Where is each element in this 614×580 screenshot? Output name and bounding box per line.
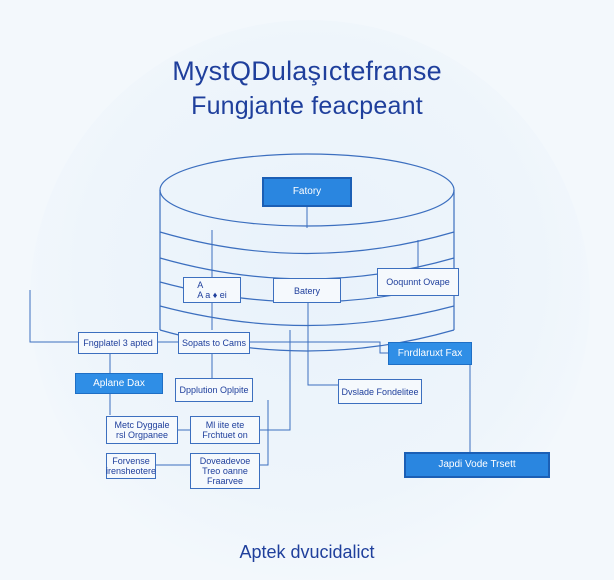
node-center: Dpplution Oplpite [175, 378, 253, 402]
connector-left-stub [29, 290, 78, 343]
cylinder-band-1 [159, 231, 455, 255]
node-right: Dvslade Fondelitee [338, 379, 422, 404]
node-top: Fatory [262, 177, 352, 207]
connector-vertical-trunk [260, 400, 269, 466]
diagram-title: MystQDulaşıctefranse [172, 56, 442, 86]
node-bottom-mid-2: Doveadevoe Treo oanne Fraarvee [190, 453, 260, 489]
connector-ring-to-deep [260, 330, 291, 431]
node-right-filled: Fnrdlaruxt Fax [388, 342, 472, 365]
diagram-subtitle: Fungjante feacpeant [191, 92, 423, 120]
connector-mid-to-right [250, 341, 388, 354]
connectors [29, 207, 471, 466]
node-inner-right: Ooqunnt Ovape [377, 268, 459, 296]
node-bottom-right: Japdi Vode Trsett [404, 452, 550, 478]
node-left: Fngplatel 3 apted [78, 332, 158, 354]
node-left-filled: Aplane Dax [75, 373, 163, 394]
node-bottom-mid-1: Ml iite ete Frchtuet on [190, 416, 260, 444]
node-inner-left: A A a ♦ ei [183, 277, 241, 303]
node-mid: Sopats to Cams [178, 332, 250, 354]
footer-label: Aptek dvucidalict [239, 542, 375, 562]
connector-inner-mid-down [307, 303, 338, 386]
cylinder-band-4 [159, 305, 455, 327]
node-inner-mid: Batery [273, 278, 341, 303]
node-bottom-left-1: Metc Dyggale rsl Orgpanee [106, 416, 178, 444]
node-bottom-left-2: Forvense irensheotere [106, 453, 156, 479]
